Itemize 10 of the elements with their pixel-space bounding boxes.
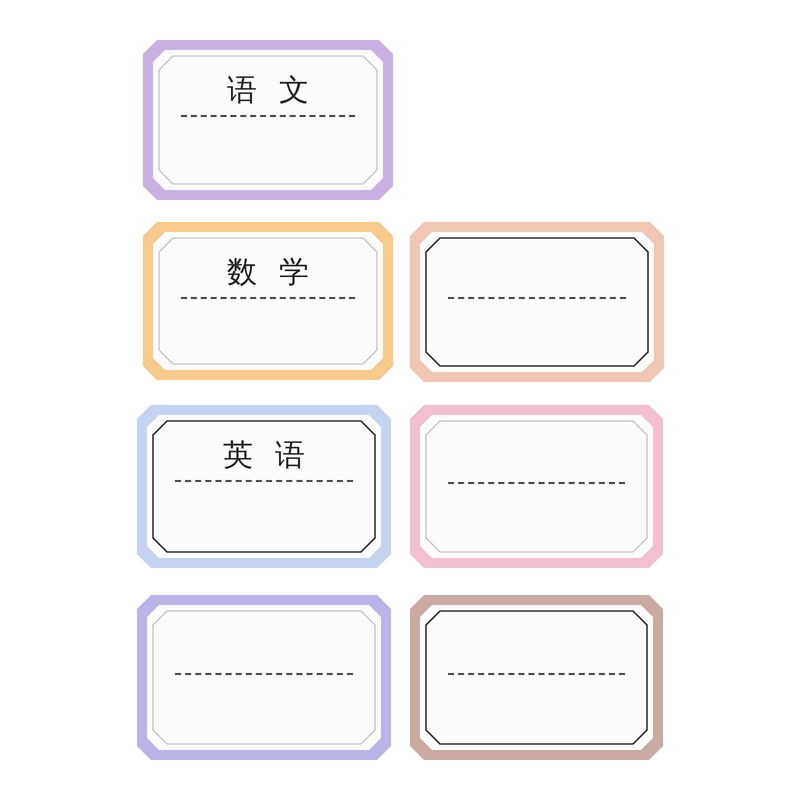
- label-sticker: [410, 595, 663, 760]
- label-sticker: [143, 40, 393, 200]
- label-sticker: [137, 405, 391, 568]
- label-sticker: [137, 595, 391, 760]
- subject-label: 语文: [227, 76, 331, 106]
- subject-label: 英语: [223, 441, 327, 471]
- label-sticker: [410, 222, 664, 382]
- label-sticker: [143, 222, 393, 380]
- subject-label: 数学: [227, 258, 331, 288]
- label-sticker: [410, 405, 663, 568]
